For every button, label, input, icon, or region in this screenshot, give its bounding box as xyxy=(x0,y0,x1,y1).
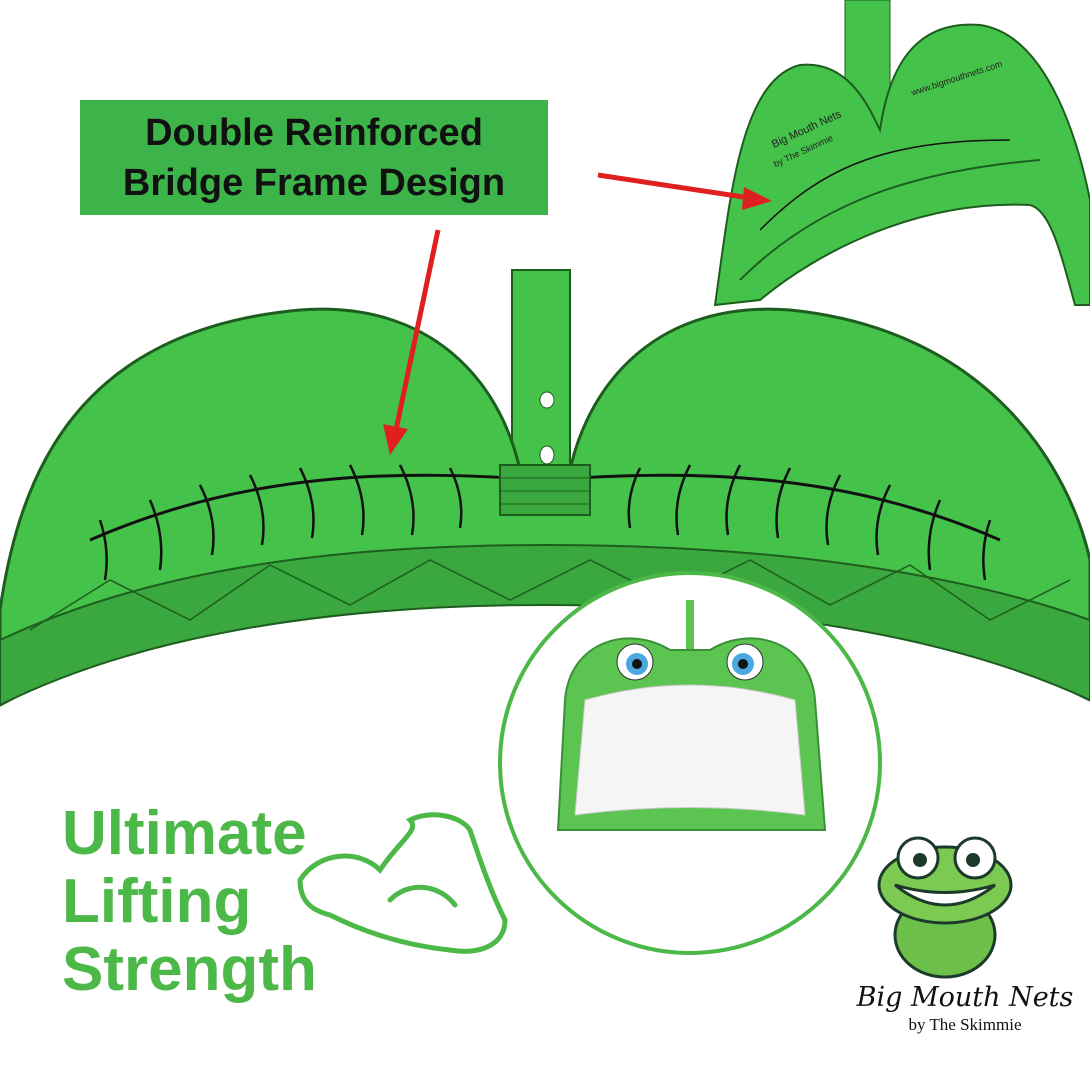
flexed-arm-icon xyxy=(297,812,508,954)
brand-name: Big Mouth Nets xyxy=(856,982,1074,1013)
callout-line-2: Bridge Frame Design xyxy=(122,161,506,204)
feature-line-3: Strength xyxy=(62,935,317,1004)
callout-arrow-to-inset xyxy=(597,172,772,210)
feature-heading: Ultimate Lifting Strength xyxy=(62,800,317,1004)
product-thumbnail xyxy=(498,571,882,955)
callout-arrow-to-frame xyxy=(383,229,441,455)
feature-line-1: Ultimate xyxy=(62,799,307,868)
frog-logo xyxy=(877,836,1013,979)
feature-line-2: Lifting xyxy=(62,867,252,936)
brand-tagline: by The Skimmie xyxy=(908,1015,1022,1034)
frame-inset-image xyxy=(713,0,1090,307)
net-frame-closeup xyxy=(0,269,1090,707)
brand-block: Big Mouth Nets by The Skimmie xyxy=(850,982,1080,1035)
callout-label: Double Reinforced Bridge Frame Design xyxy=(80,100,548,215)
callout-line-1: Double Reinforced xyxy=(145,111,483,154)
